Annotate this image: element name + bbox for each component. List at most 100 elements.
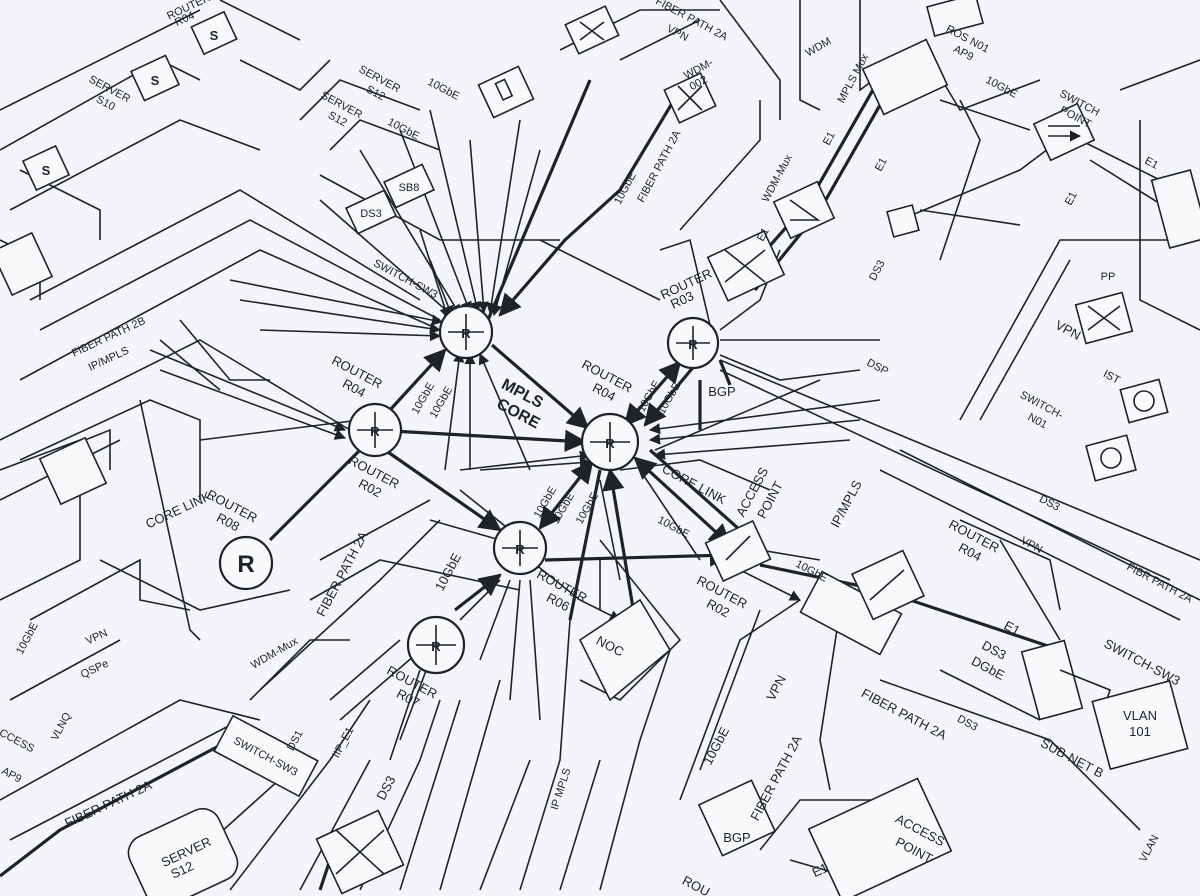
cross-connect-box-mid[interactable] bbox=[706, 230, 786, 302]
svg-text:S: S bbox=[42, 163, 51, 178]
svg-text:E1: E1 bbox=[821, 130, 838, 148]
fan-in-links bbox=[149, 109, 881, 761]
svg-text:FIBER PATH 2A: FIBER PATH 2A bbox=[635, 128, 683, 205]
router-r08[interactable]: R bbox=[218, 535, 274, 591]
router-r04-center[interactable]: R bbox=[580, 412, 640, 472]
svg-text:FIBR PATH 2A: FIBR PATH 2A bbox=[1125, 561, 1195, 606]
svg-text:WDM: WDM bbox=[804, 35, 834, 59]
svg-text:VPN: VPN bbox=[1053, 317, 1084, 343]
svg-text:10GbE: 10GbE bbox=[793, 558, 829, 585]
noc-box[interactable] bbox=[578, 598, 672, 702]
cross-connect-box-bottom[interactable] bbox=[315, 809, 405, 895]
svg-text:MPLS Mux: MPLS Mux bbox=[835, 52, 871, 106]
right-switch-box[interactable] bbox=[1150, 169, 1200, 249]
router-glyph: R bbox=[515, 542, 525, 557]
router-glyph: R bbox=[605, 436, 615, 451]
svg-text:E1: E1 bbox=[1002, 618, 1023, 639]
router-r04-top[interactable]: R bbox=[438, 304, 494, 360]
router-r04-left[interactable]: R bbox=[347, 402, 403, 458]
svg-text:DS3: DS3 bbox=[1037, 493, 1062, 514]
svg-text:FIBER PATH 2A: FIBER PATH 2A bbox=[859, 685, 949, 743]
switch-s-left[interactable]: S bbox=[21, 144, 71, 192]
svg-text:IP/MPLS: IP/MPLS bbox=[827, 477, 864, 530]
svg-text:10GbE: 10GbE bbox=[655, 514, 691, 541]
svg-text:IIP_E1: IIP_E1 bbox=[330, 725, 356, 760]
svg-text:VPN: VPN bbox=[84, 627, 110, 647]
sb8-box[interactable]: SB8 bbox=[382, 163, 436, 209]
wdm-002-box[interactable] bbox=[663, 72, 717, 124]
wdm-mux-box[interactable] bbox=[772, 180, 836, 240]
svg-text:ROU: ROU bbox=[680, 873, 713, 896]
svg-text:VPN: VPN bbox=[763, 673, 789, 704]
bgp-box[interactable]: BGP bbox=[697, 779, 777, 857]
svg-text:VPN: VPN bbox=[1019, 535, 1045, 556]
router-r04-right-box[interactable] bbox=[850, 549, 926, 621]
svg-text:10GbE: 10GbE bbox=[983, 74, 1019, 101]
ds3-box[interactable]: DS3 bbox=[344, 189, 398, 235]
router-r03[interactable]: R bbox=[666, 316, 720, 370]
vlan-101-box[interactable]: VLAN 101 bbox=[1091, 679, 1189, 771]
svg-text:IST: IST bbox=[1101, 368, 1122, 387]
svg-text:10GbE: 10GbE bbox=[425, 76, 461, 103]
router-glyph: R bbox=[431, 639, 441, 654]
access-point-small-box[interactable] bbox=[704, 519, 772, 583]
svg-text:VLAN: VLAN bbox=[1123, 708, 1157, 723]
dsp-box[interactable] bbox=[886, 204, 920, 238]
svg-text:WDM-Mux: WDM-Mux bbox=[249, 635, 300, 672]
svg-text:E1: E1 bbox=[810, 860, 831, 880]
fiber-box-top[interactable] bbox=[564, 5, 620, 55]
left-box-edge[interactable] bbox=[0, 231, 54, 297]
router-glyph: R bbox=[370, 424, 380, 439]
vpn-pp-box[interactable] bbox=[1074, 291, 1134, 345]
server-box-top[interactable] bbox=[477, 65, 535, 119]
svg-text:AP9: AP9 bbox=[0, 765, 23, 785]
svg-text:PP: PP bbox=[1101, 271, 1116, 283]
svg-text:S: S bbox=[151, 73, 160, 88]
router-r07[interactable]: R bbox=[406, 615, 466, 675]
svg-text:SUB-NET B: SUB-NET B bbox=[1038, 735, 1106, 781]
router-glyph: R bbox=[688, 337, 698, 352]
svg-text:CORE LINK: CORE LINK bbox=[143, 488, 213, 531]
left-box-lower[interactable] bbox=[38, 436, 108, 506]
svg-text:FIBER PATH 2A: FIBER PATH 2A bbox=[313, 529, 371, 619]
gateway-icon-lower[interactable] bbox=[1085, 434, 1137, 482]
switch-s-top[interactable]: S bbox=[190, 10, 238, 56]
svg-text:DS1: DS1 bbox=[285, 728, 306, 753]
svg-text:E1: E1 bbox=[1063, 190, 1080, 208]
svg-text:DS3: DS3 bbox=[360, 208, 381, 220]
svg-text:10GbE: 10GbE bbox=[700, 724, 732, 767]
svg-text:10GbE: 10GbE bbox=[14, 621, 41, 657]
svg-text:FIBER PATH 2A: FIBER PATH 2A bbox=[62, 777, 154, 831]
router-glyph: R bbox=[461, 326, 471, 341]
switch-sw3-box[interactable]: SWITCH-SW3 bbox=[213, 714, 319, 798]
switch-point-box[interactable] bbox=[1032, 102, 1096, 162]
svg-text:S: S bbox=[210, 28, 219, 43]
svg-text:DS3: DS3 bbox=[867, 258, 888, 283]
svg-text:DS3: DS3 bbox=[373, 773, 398, 802]
svg-text:VLAN: VLAN bbox=[1137, 833, 1161, 864]
access-point-box[interactable] bbox=[807, 777, 953, 896]
svg-text:IP MPLS: IP MPLS bbox=[549, 767, 574, 812]
svg-text:10GbE: 10GbE bbox=[612, 171, 639, 207]
svg-text:E1: E1 bbox=[1143, 155, 1161, 172]
svg-text:VLNQ: VLNQ bbox=[49, 710, 74, 742]
server-s12-bottom-box[interactable] bbox=[123, 803, 244, 896]
svg-text:DS3: DS3 bbox=[955, 713, 980, 734]
router-r06[interactable]: R bbox=[492, 520, 548, 576]
svg-text:QSPe: QSPe bbox=[79, 658, 111, 681]
svg-text:BGP: BGP bbox=[708, 384, 735, 399]
svg-text:SB8: SB8 bbox=[399, 182, 420, 194]
svg-text:10GbE: 10GbE bbox=[574, 491, 602, 527]
switch-s-mid[interactable]: S bbox=[129, 54, 181, 102]
gateway-icon-upper[interactable] bbox=[1119, 378, 1169, 424]
svg-text:DSP: DSP bbox=[865, 357, 891, 378]
svg-text:BGP: BGP bbox=[723, 830, 750, 845]
svg-text:SWITCH-SW3: SWITCH-SW3 bbox=[1102, 636, 1183, 689]
svg-text:101: 101 bbox=[1129, 724, 1151, 739]
svg-text:ACCESS: ACCESS bbox=[0, 723, 36, 755]
svg-text:FIBER PATH 2A: FIBER PATH 2A bbox=[747, 733, 805, 823]
mpls-mux-box[interactable] bbox=[861, 38, 949, 116]
top-right-box[interactable] bbox=[925, 0, 985, 37]
